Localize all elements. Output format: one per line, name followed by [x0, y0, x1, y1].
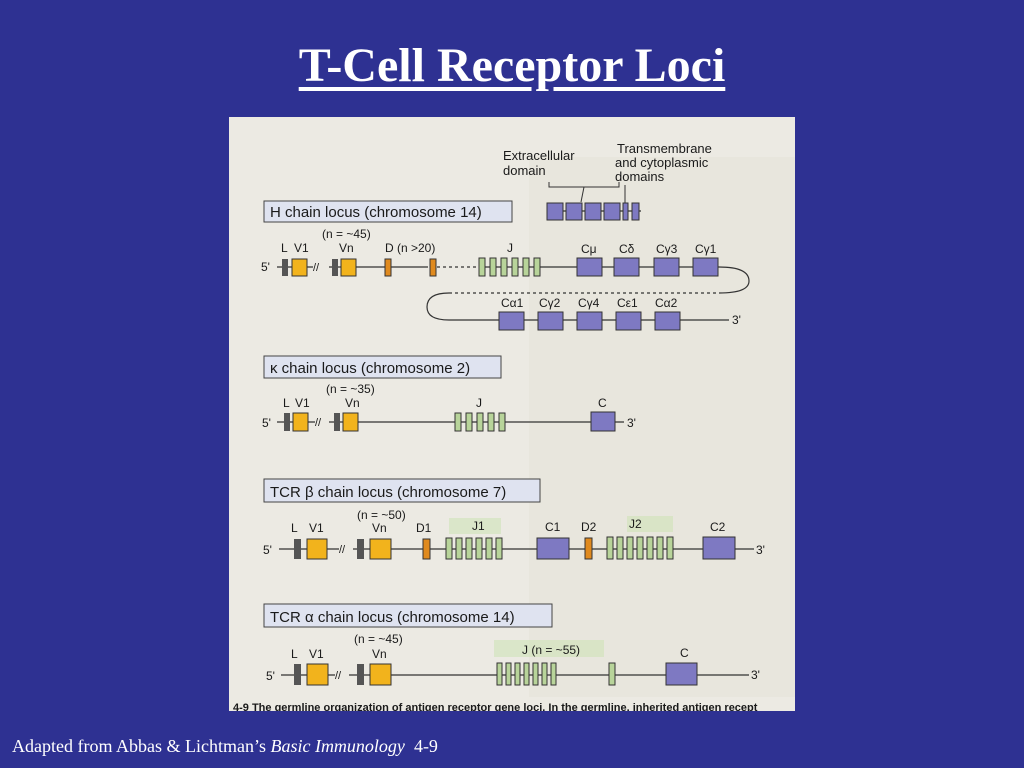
svg-text://: // — [339, 544, 346, 556]
extracellular-label-line1: Extracellular — [503, 148, 575, 163]
page-texture — [529, 157, 795, 697]
l-label: L — [281, 241, 288, 255]
c-row2-label-0: Cα1 — [501, 296, 524, 310]
v1-label: V1 — [295, 396, 310, 410]
h-chain-locus: H chain locus (chromosome 14) (n = ~45) … — [261, 200, 750, 331]
svg-text://: // — [315, 417, 322, 429]
locus-title: TCR β chain locus (chromosome 7) — [270, 484, 506, 501]
c-row2-label-1: Cγ2 — [539, 296, 561, 310]
figure-panel: Extracellular domain Transmembrane and c… — [229, 117, 795, 711]
c-row2-label-4: Cα2 — [655, 296, 678, 310]
locus-title: κ chain locus (chromosome 2) — [270, 360, 470, 377]
c-row1-label-1: Cδ — [619, 242, 635, 256]
vn-label: Vn — [339, 241, 354, 255]
five-prime: 5' — [261, 260, 270, 274]
l-label: L — [291, 521, 298, 535]
extracellular-pointer — [580, 186, 585, 203]
c-label: C — [598, 396, 607, 410]
v-count-label: (n = ~50) — [357, 508, 406, 522]
figure-footer-text: 4-9 The germline organization of antigen… — [233, 702, 758, 711]
caption-figure-ref: 4-9 — [413, 736, 438, 756]
transmembrane-label-line2: and cytoplasmic — [615, 155, 709, 170]
tcr-alpha-chain-locus: TCR α chain locus (chromosome 14) (n = ~… — [263, 603, 760, 686]
vn-label: Vn — [345, 396, 360, 410]
caption-prefix: Adapted from Abbas & Lichtman’s — [12, 736, 271, 756]
three-prime: 3' — [756, 543, 765, 557]
protein-domain-blocks — [546, 202, 640, 221]
j-label: J — [476, 396, 482, 410]
three-prime: 3' — [627, 416, 636, 430]
j-label: J — [507, 241, 513, 255]
slide-title: T-Cell Receptor Loci — [298, 39, 726, 92]
five-prime: 5' — [266, 669, 275, 683]
v-count-label: (n = ~45) — [322, 227, 371, 241]
j-label: J (n = ~55) — [522, 643, 580, 657]
locus-title: TCR α chain locus (chromosome 14) — [270, 609, 515, 626]
j1-label: J1 — [472, 519, 485, 533]
d2-label: D2 — [581, 520, 597, 534]
d-label: D (n >20) — [385, 241, 435, 255]
c-row1-label-3: Cγ1 — [695, 242, 717, 256]
extracellular-label-line2: domain — [503, 163, 546, 178]
l-label: L — [291, 647, 298, 661]
j2-label: J2 — [629, 517, 642, 531]
c-label: C — [680, 646, 689, 660]
c2-label: C2 — [710, 520, 726, 534]
locus-title: H chain locus (chromosome 14) — [270, 204, 482, 221]
three-prime: 3' — [751, 668, 760, 682]
transmembrane-label-line3: domains — [615, 169, 665, 184]
vn-label: Vn — [372, 521, 387, 535]
v1-label: V1 — [309, 647, 324, 661]
tcr-beta-chain-locus: TCR β chain locus (chromosome 7) (n = ~5… — [263, 478, 765, 560]
v-count-label: (n = ~35) — [326, 382, 375, 396]
vn-label: Vn — [372, 647, 387, 661]
svg-text://: // — [335, 670, 342, 682]
c-row2-label-3: Cε1 — [617, 296, 638, 310]
kappa-chain-locus: κ chain locus (chromosome 2) (n = ~35) L… — [262, 355, 636, 432]
v1-label: V1 — [294, 241, 309, 255]
c-row1-label-2: Cγ3 — [656, 242, 678, 256]
caption-book-title: Basic Immunology — [270, 736, 405, 756]
five-prime: 5' — [262, 416, 271, 430]
c1-label: C1 — [545, 520, 561, 534]
three-prime: 3' — [732, 313, 741, 327]
c-row2-label-2: Cγ4 — [578, 296, 600, 310]
locus-title-box — [263, 200, 513, 223]
d1-label: D1 — [416, 521, 432, 535]
transmembrane-label-line1: Transmembrane — [617, 141, 712, 156]
locus-diagram: Extracellular domain Transmembrane and c… — [233, 141, 795, 711]
c-row1-label-0: Cμ — [581, 242, 597, 256]
v-count-label: (n = ~45) — [354, 632, 403, 646]
l-label: L — [283, 396, 290, 410]
five-prime: 5' — [263, 543, 272, 557]
v1-label: V1 — [309, 521, 324, 535]
slide-caption: Adapted from Abbas & Lichtman’s Basic Im… — [12, 736, 438, 757]
svg-text://: // — [313, 262, 320, 274]
